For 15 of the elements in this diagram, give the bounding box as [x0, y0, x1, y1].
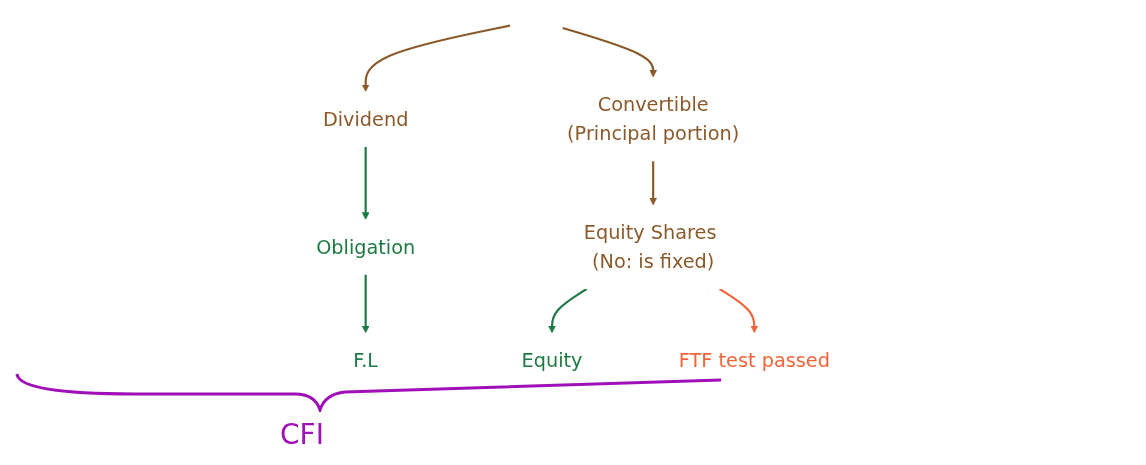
node-text: Dividend: [322, 108, 409, 131]
arrow: [548, 288, 588, 334]
arrow: [361, 274, 370, 334]
arrow: [361, 146, 370, 220]
node-text: Obligation: [316, 236, 416, 258]
node-text: Convertible (Principal portion): [567, 93, 740, 145]
node-text: Equity: [521, 349, 583, 372]
arrow: [562, 27, 657, 78]
arrow: [361, 24, 511, 92]
node-text: Equity Shares (No: is fixed): [583, 221, 717, 273]
node-text: F.L: [353, 349, 379, 372]
arrow: [649, 161, 657, 206]
group-label: CFI: [280, 418, 324, 451]
arrow: [719, 288, 759, 334]
node-text: FTF test passed: [678, 349, 830, 372]
